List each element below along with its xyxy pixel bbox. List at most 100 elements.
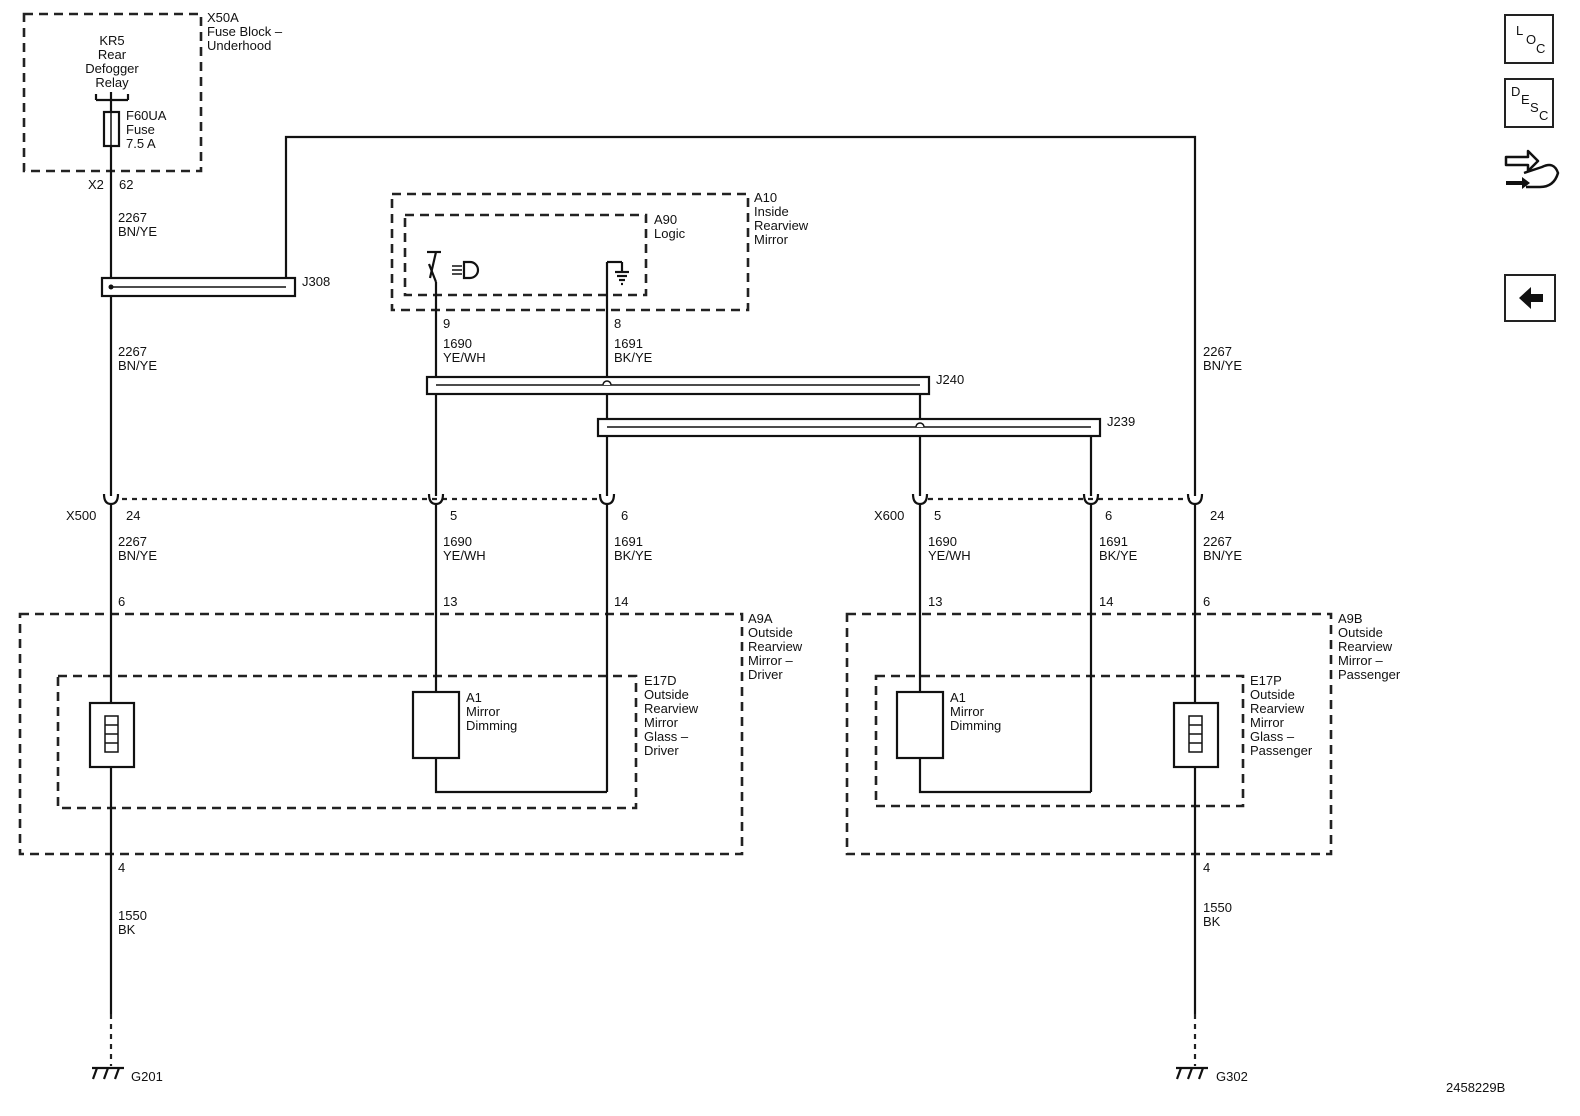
- location-letter-l: L: [1516, 23, 1524, 38]
- kr5-label-3: Defogger: [85, 61, 139, 76]
- driver-pin6-label: 6: [118, 594, 125, 609]
- driver-2267-label: 2267: [118, 534, 147, 549]
- g302-label: G302: [1216, 1069, 1248, 1084]
- driver-2267-color: BN/YE: [118, 548, 157, 563]
- a1-passenger-name-label-2: Dimming: [950, 718, 1001, 733]
- e17d-driver-glass-boundary: [56, 674, 638, 810]
- wire-2267-label-a: 2267: [118, 210, 147, 225]
- passenger-pin13-label: 13: [928, 594, 942, 609]
- x2-pin-label: 62: [119, 177, 133, 192]
- passenger-1691-label: 1691: [1099, 534, 1128, 549]
- passenger-pin4-label: 4: [1203, 860, 1210, 875]
- driver-pin13-label: 13: [443, 594, 457, 609]
- driver-mirror-dimming-module: [411, 690, 461, 760]
- a9a-name-label-3: Mirror –: [748, 653, 794, 668]
- x50a-ref-label: X50A: [207, 10, 239, 25]
- description-letter-d: D: [1511, 84, 1521, 99]
- wire-2267-color-a: BN/YE: [118, 224, 157, 239]
- driver-1691-color: BK/YE: [614, 548, 653, 563]
- g302-ground-icon: [1175, 1066, 1208, 1080]
- logic-ground-icon: [607, 260, 629, 286]
- x600-pin24-label: 24: [1210, 508, 1224, 523]
- wire-1690-j240-tap: [436, 383, 922, 496]
- location-button[interactable]: L O C: [1504, 14, 1554, 64]
- x500-pin5-label: 5: [450, 508, 457, 523]
- g201-label: G201: [131, 1069, 163, 1084]
- passenger-1690-label: 1690: [928, 534, 957, 549]
- e17p-name-label-5: Passenger: [1250, 743, 1313, 758]
- back-button[interactable]: [1504, 274, 1556, 322]
- wire-2267-label-b: 2267: [118, 344, 147, 359]
- kr5-label: KR5: [99, 33, 124, 48]
- driver-pin4-label: 4: [118, 860, 125, 875]
- a9b-name-label-4: Passenger: [1338, 667, 1401, 682]
- a1-driver-ref-label: A1: [466, 690, 482, 705]
- a9b-ref-label: A9B: [1338, 611, 1363, 626]
- a9a-name-label: Outside: [748, 625, 793, 640]
- x2-connector-label: X2: [88, 177, 104, 192]
- connector-hand-icon: [1504, 149, 1560, 189]
- wire-2267-top-route: [111, 135, 1197, 496]
- f60ua-label-3: 7.5 A: [126, 136, 156, 151]
- connector-hand-button[interactable]: [1502, 143, 1560, 197]
- wire-2267-color-b: BN/YE: [118, 358, 157, 373]
- passenger-pin14-label: 14: [1099, 594, 1113, 609]
- a1-driver-name-label: Mirror: [466, 704, 501, 719]
- e17p-name-label: Outside: [1250, 687, 1295, 702]
- x500-6-terminal: [598, 493, 616, 506]
- diagram-reference-number: 2458229B: [1446, 1080, 1506, 1095]
- wire-1691-label: 1691: [614, 336, 643, 351]
- a1-passenger-ref-label: A1: [950, 690, 966, 705]
- passenger-1690-color: YE/WH: [928, 548, 971, 563]
- a10-ref-label: A10: [754, 190, 777, 205]
- passenger-pin6-label: 6: [1203, 594, 1210, 609]
- x50a-name-label-2: Underhood: [207, 38, 271, 53]
- a10-mirror-boundary: [390, 192, 750, 312]
- e17p-name-label-2: Rearview: [1250, 701, 1305, 716]
- x600-24-terminal: [1186, 493, 1204, 506]
- kr5-label-2: Rear: [98, 47, 127, 62]
- a1-passenger-name-label: Mirror: [950, 704, 985, 719]
- wire-1550-passenger-label: 1550: [1203, 900, 1232, 915]
- x500-pin24-label: 24: [126, 508, 140, 523]
- x600-6-terminal: [1082, 493, 1100, 506]
- driver-1690-color: YE/WH: [443, 548, 486, 563]
- j308-label: J308: [302, 274, 330, 289]
- a10-name-label-2: Rearview: [754, 218, 809, 233]
- x600-5-terminal: [911, 493, 929, 506]
- a90-name-label: Logic: [654, 226, 686, 241]
- wire-1690-label: 1690: [443, 336, 472, 351]
- passenger-2267-label: 2267: [1203, 534, 1232, 549]
- description-letter-s: S: [1530, 100, 1539, 115]
- a9a-name-label-4: Driver: [748, 667, 783, 682]
- a9a-name-label-2: Rearview: [748, 639, 803, 654]
- x50a-fuse-block-boundary: [22, 12, 203, 173]
- x600-pin6-label: 6: [1105, 508, 1112, 523]
- f60ua-label: F60UA: [126, 108, 167, 123]
- a9a-ref-label: A9A: [748, 611, 773, 626]
- wire-1550-passenger-color: BK: [1203, 914, 1221, 929]
- j239-label: J239: [1107, 414, 1135, 429]
- x500-label: X500: [66, 508, 96, 523]
- passenger-2267-color: BN/YE: [1203, 548, 1242, 563]
- a10-name-label-3: Mirror: [754, 232, 789, 247]
- a1-driver-name-label-2: Dimming: [466, 718, 517, 733]
- e17d-name-label: Outside: [644, 687, 689, 702]
- wire-1550-driver-label: 1550: [118, 908, 147, 923]
- a9b-name-label-3: Mirror –: [1338, 653, 1384, 668]
- j240-crossover: [602, 380, 612, 386]
- g201-ground-icon: [91, 1066, 124, 1080]
- driver-1690-label: 1690: [443, 534, 472, 549]
- x500-pin6-label: 6: [621, 508, 628, 523]
- passenger-glass-heater-element: [1172, 701, 1220, 769]
- photo-sensor-icon: [427, 250, 480, 283]
- description-button[interactable]: D E S C: [1504, 78, 1554, 128]
- wire-1691-color: BK/YE: [614, 350, 653, 365]
- a10-pin8-label: 8: [614, 316, 621, 331]
- f60ua-label-2: Fuse: [126, 122, 155, 137]
- passenger-mirror-dimming-module: [895, 690, 945, 760]
- wire-2267-right-label: 2267: [1203, 344, 1232, 359]
- j239-crossover: [915, 422, 925, 428]
- passenger-1691-color: BK/YE: [1099, 548, 1138, 563]
- e17d-name-label-3: Mirror: [644, 715, 679, 730]
